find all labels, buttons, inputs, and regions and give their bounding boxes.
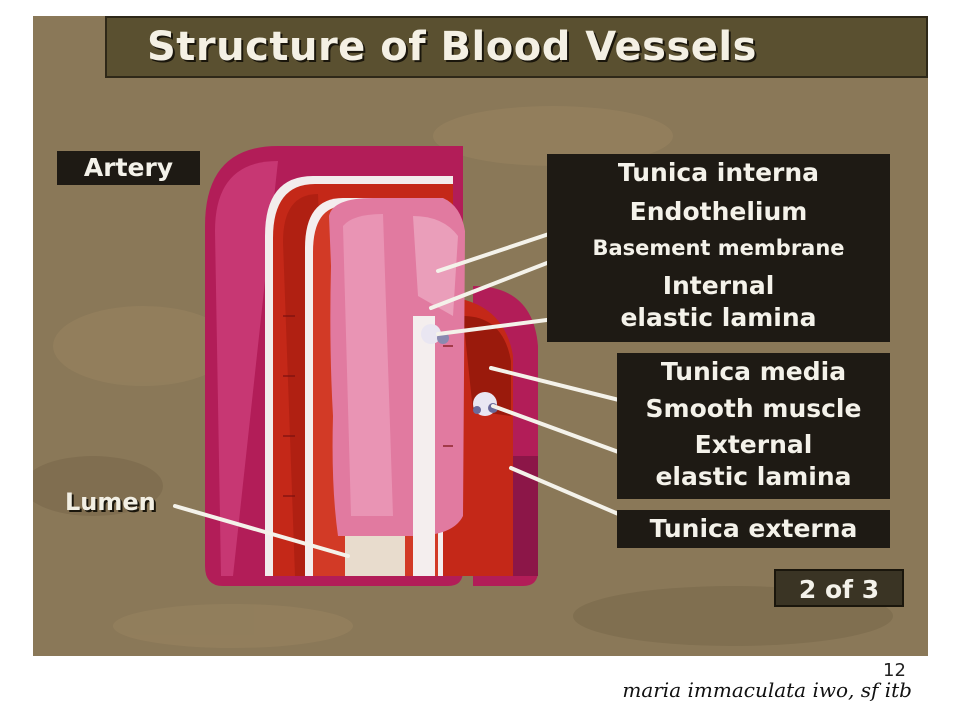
tunica-interna-detail-box: Endothelium Basement membrane Internal e… [547, 192, 890, 342]
lumen-label: Lumen [65, 488, 156, 516]
artery-vessel [205, 146, 538, 586]
tunica-media-label: Tunica media [617, 353, 890, 391]
slide-image: Structure of Blood Vessels Artery Lumen … [33, 16, 928, 656]
tunica-media-detail-box: Smooth muscle External elastic lamina [617, 391, 890, 499]
tunica-interna-label: Tunica interna [547, 154, 890, 192]
external-elastic-lamina-label-line1: External [694, 430, 813, 459]
smooth-muscle-label: Smooth muscle [645, 394, 862, 423]
basement-membrane-label: Basement membrane [592, 236, 845, 260]
slide-title: Structure of Blood Vessels [147, 24, 757, 70]
internal-elastic-lamina-label-line2: elastic lamina [620, 303, 817, 332]
slide-counter: 2 of 3 [774, 569, 904, 607]
artery-illustration [33, 106, 893, 648]
external-elastic-lamina-label-line2: elastic lamina [655, 462, 852, 491]
author-credit: maria immaculata iwo, sf itb [622, 678, 912, 702]
artery-label: Artery [57, 151, 200, 185]
endothelium-label: Endothelium [629, 197, 808, 226]
tunica-externa-label: Tunica externa [617, 510, 890, 548]
title-banner: Structure of Blood Vessels [105, 16, 928, 78]
internal-elastic-lamina-label-line1: Internal [662, 271, 775, 300]
page-number: 12 [883, 660, 906, 681]
